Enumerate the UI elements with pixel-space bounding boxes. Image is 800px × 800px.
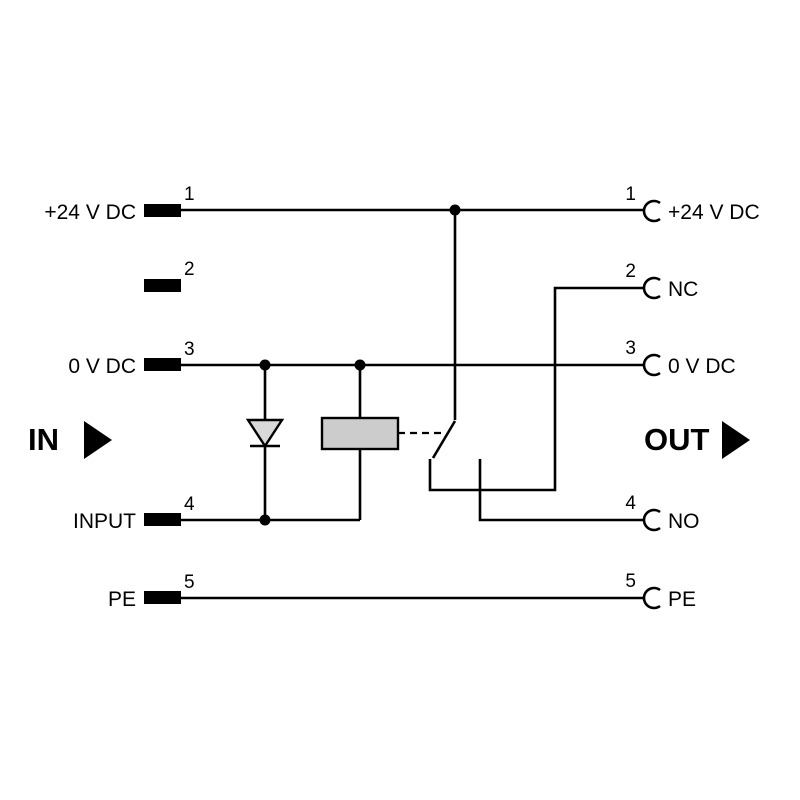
- socket-icon: [642, 353, 661, 377]
- terminal-label: 0 V DC: [68, 355, 136, 378]
- right-terminal-5: 5 PE: [625, 571, 696, 611]
- terminal-number: 2: [184, 259, 195, 280]
- out-label: OUT: [644, 422, 710, 457]
- terminal-number: 3: [625, 338, 636, 359]
- junction-0vdc-coil: [354, 359, 366, 371]
- wire-nc: [428, 286, 645, 492]
- terminal-label: PE: [668, 588, 696, 611]
- left-terminal-2: 2: [144, 259, 195, 292]
- relay-coil-icon: [320, 416, 400, 451]
- socket-icon: [642, 276, 661, 300]
- left-terminal-1: 1 +24 V DC: [44, 184, 194, 224]
- right-terminal-4: 4 NO: [625, 493, 699, 533]
- socket-icon: [642, 508, 661, 532]
- terminal-pin: [144, 279, 181, 292]
- right-terminal-2: 2 NC: [625, 261, 698, 301]
- terminal-label: INPUT: [73, 510, 136, 533]
- out-flow-marker: OUT: [644, 421, 750, 459]
- terminal-number: 2: [625, 261, 636, 282]
- in-arrow-icon: [84, 421, 112, 459]
- out-arrow-icon: [722, 421, 750, 459]
- junction-0vdc-diode: [259, 359, 271, 371]
- left-terminal-3: 3 0 V DC: [68, 339, 194, 378]
- in-flow-marker: IN: [28, 421, 112, 459]
- diode-triangle: [245, 418, 285, 449]
- terminal-number: 5: [184, 572, 195, 593]
- terminal-pin: [144, 204, 181, 217]
- terminal-label: PE: [108, 588, 136, 611]
- socket-icon: [642, 586, 661, 610]
- right-terminal-3: 3 0 V DC: [625, 338, 735, 378]
- left-terminal-5: 5 PE: [108, 572, 195, 611]
- in-label: IN: [28, 422, 59, 457]
- socket-icon: [642, 199, 661, 223]
- terminal-label: +24 V DC: [668, 201, 760, 224]
- terminal-pin: [144, 358, 181, 371]
- terminal-label: 0 V DC: [668, 355, 736, 378]
- terminal-number: 4: [184, 494, 195, 515]
- terminal-pin: [144, 513, 181, 526]
- junction-input-diode: [259, 514, 271, 526]
- right-terminal-1: 1 +24 V DC: [625, 184, 759, 224]
- left-terminal-4: 4 INPUT: [73, 494, 195, 533]
- terminal-number: 3: [184, 339, 195, 360]
- junction-dots: [259, 204, 461, 526]
- wires: [181, 208, 645, 600]
- diode-icon: [245, 418, 285, 449]
- junction-24vdc-contact: [449, 204, 461, 216]
- terminal-pin: [144, 591, 181, 604]
- terminal-number: 4: [625, 493, 636, 514]
- relay-coil-body: [320, 416, 400, 451]
- changeover-contact-icon: [398, 420, 457, 459]
- terminal-number: 1: [184, 184, 195, 205]
- terminal-number: 1: [625, 184, 636, 205]
- terminal-number: 5: [625, 571, 636, 592]
- terminal-label: NC: [668, 278, 698, 301]
- wire-no: [478, 459, 645, 522]
- contact-blade: [431, 420, 457, 459]
- terminal-label: +24 V DC: [44, 201, 136, 224]
- terminal-label: NO: [668, 510, 700, 533]
